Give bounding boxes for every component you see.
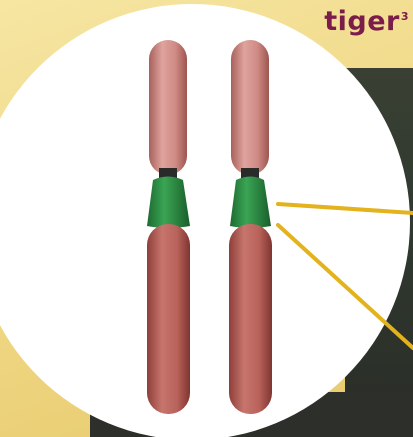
left-chromatid <box>147 40 190 414</box>
right-chromatid-upper-arm <box>231 40 269 175</box>
left-centromere-band <box>147 177 190 229</box>
left-chromatid-lower-arm <box>147 224 190 414</box>
white-circle <box>0 4 410 437</box>
left-chromatid-upper-arm <box>149 40 187 175</box>
right-chromatid-lower-arm <box>229 224 272 414</box>
